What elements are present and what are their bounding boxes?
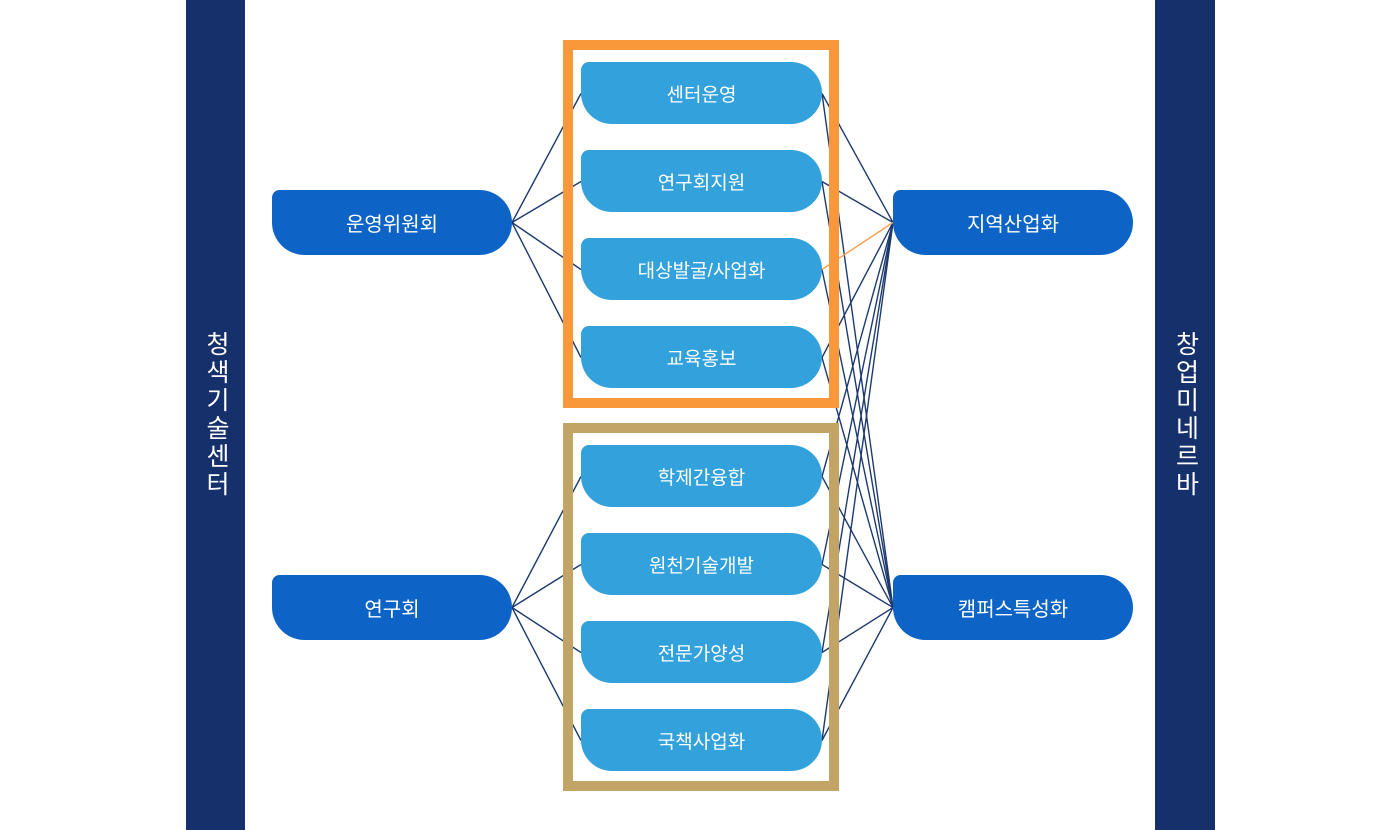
group-item-label: 전문가양성 [657,643,746,665]
group-item-interdisciplinary-fusion: 학제간융합 [581,445,822,507]
node-regional-industrialization-label: 지역산업화 [967,214,1059,236]
right-sidebar-bar: 창업미네르바 [1155,0,1215,830]
group-item-label: 교육홍보 [666,348,737,370]
group-item-education-promotion: 교육홍보 [581,326,822,388]
node-operating-committee-label: 운영위원회 [346,214,438,236]
left-sidebar-label: 청색기술센터 [202,331,230,499]
group-item-expert-training: 전문가양성 [581,621,822,683]
node-campus-specialization: 캠퍼스특성화 [893,575,1133,640]
node-campus-specialization-label: 캠퍼스특성화 [957,599,1069,621]
group-item-center-operation: 센터운영 [581,62,822,124]
group-item-label: 원천기술개발 [649,555,754,577]
group-item-core-tech-development: 원천기술개발 [581,533,822,595]
left-sidebar-bar: 청색기술센터 [186,0,245,830]
group-item-label: 학제간융합 [657,467,746,489]
group-item-label: 센터운영 [666,84,737,106]
group-item-research-support: 연구회지원 [581,150,822,212]
group-item-label: 대상발굴/사업화 [637,260,766,282]
group-item-label: 국책사업화 [657,731,746,753]
group-item-national-project: 국책사업화 [581,709,822,771]
group-box-bottom-tan: 학제간융합 원천기술개발 전문가양성 국책사업화 [563,423,839,791]
right-sidebar-label: 창업미네르바 [1171,331,1200,499]
node-research-group: 연구회 [272,575,512,640]
node-regional-industrialization: 지역산업화 [893,190,1133,255]
node-research-group-label: 연구회 [364,599,420,621]
group-item-label: 연구회지원 [657,172,746,194]
group-box-top-orange: 센터운영 연구회지원 대상발굴/사업화 교육홍보 [563,40,839,408]
node-operating-committee: 운영위원회 [272,190,512,255]
group-item-target-discovery: 대상발굴/사업화 [581,238,822,300]
